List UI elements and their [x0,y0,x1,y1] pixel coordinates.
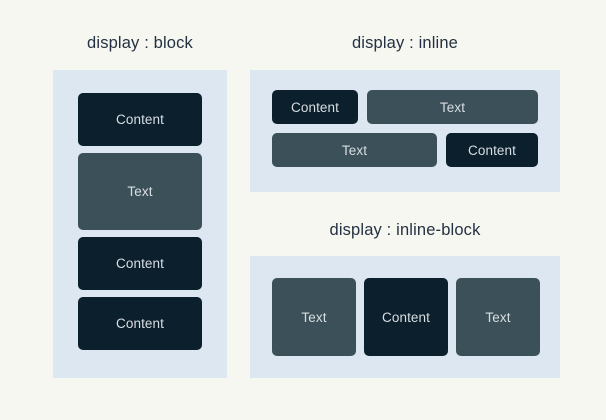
inline-block-box-3: Text [456,278,540,356]
block-box-3: Content [78,237,202,290]
inline-block-box-1: Text [272,278,356,356]
inline-row-1: Content Text [272,90,538,124]
block-box-stack: Content Text Content Content [78,93,202,350]
demo-panel-inline: Content Text Text Content [250,70,560,192]
block-box-1: Content [78,93,202,146]
inline-row-2: Text Content [272,133,538,167]
block-box-4: Content [78,297,202,350]
inline-box-3: Text [272,133,437,167]
section-title-inline-block: display : inline-block [329,221,481,239]
inline-box-4: Content [446,133,538,167]
demo-panel-block: Content Text Content Content [53,70,227,378]
section-title-block: display : block [87,34,193,52]
inline-block-box-2: Content [364,278,448,356]
section-title-inline: display : inline [351,34,459,52]
inline-box-1: Content [272,90,358,124]
block-box-2: Text [78,153,202,230]
demo-panel-inline-block: Text Content Text [250,256,560,378]
inline-box-2: Text [367,90,538,124]
inline-block-box-row: Text Content Text [272,278,540,356]
inline-box-rows: Content Text Text Content [272,90,538,167]
